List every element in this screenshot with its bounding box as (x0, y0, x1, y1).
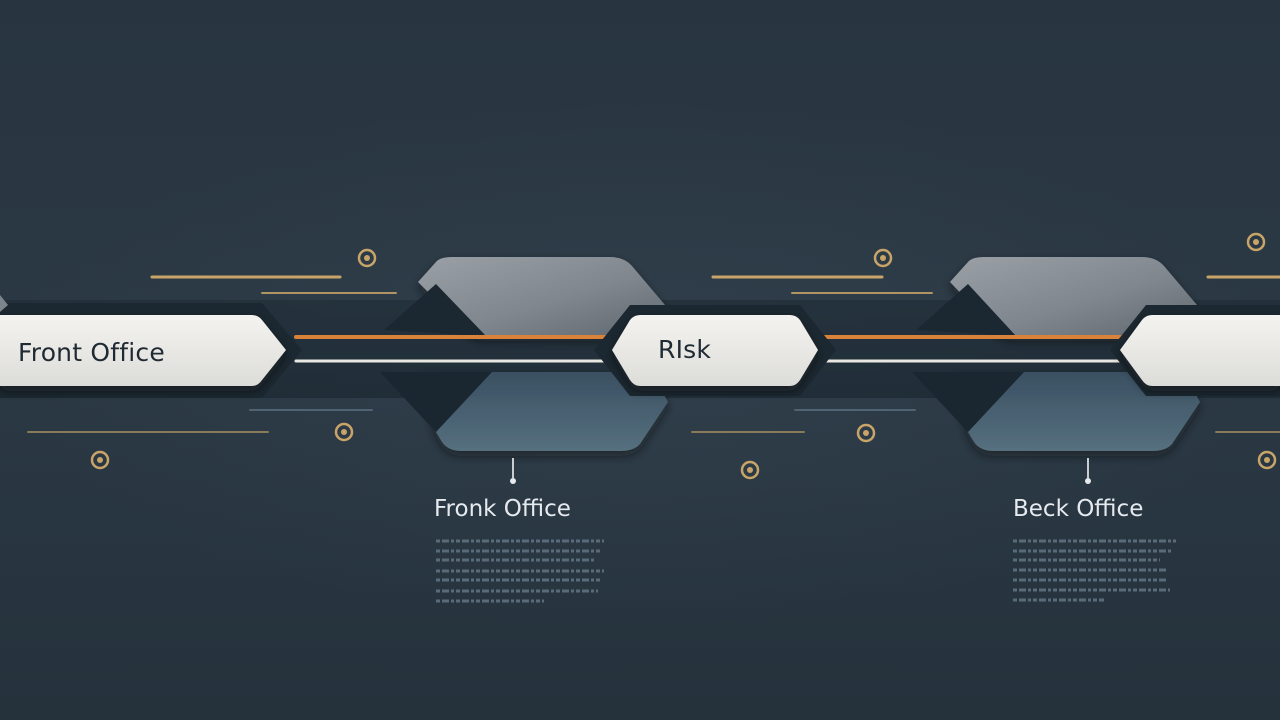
risk-label: RIsk (658, 335, 712, 364)
upper-guide-lines (150, 275, 1280, 294)
caption-pointers (510, 458, 1091, 484)
target-dot-icon (1246, 232, 1266, 252)
upper-wedge-1 (384, 284, 486, 336)
target-dot-icon (856, 423, 876, 443)
target-dot-icons (90, 232, 1277, 480)
lower-hexagon-1 (418, 372, 668, 451)
front-office-label: Front Office (18, 338, 165, 367)
target-dot-icon (90, 450, 110, 470)
caption-body-placeholder-1 (436, 539, 604, 603)
lower-wedge-1 (380, 372, 492, 432)
connector-lines (294, 335, 1142, 363)
back-office-caption: Beck Office (1013, 496, 1144, 522)
lower-guide-lines (27, 409, 1280, 433)
target-dot-icon (740, 460, 760, 480)
upper-hexagon-1 (418, 257, 676, 336)
lower-hexagon-2 (950, 372, 1200, 451)
target-dot-icon (1257, 450, 1277, 470)
caption-body-placeholder-2 (1013, 539, 1176, 602)
lower-wedge-2 (912, 372, 1024, 432)
third-node (1120, 315, 1280, 386)
target-dot-icon (357, 248, 377, 268)
upper-wedge-2 (916, 284, 1016, 336)
fronk-office-caption: Fronk Office (434, 496, 571, 522)
target-dot-icon (334, 422, 354, 442)
risk-node (612, 315, 818, 386)
front-office-node (0, 315, 286, 386)
left-edge-cap (0, 295, 8, 312)
target-dot-icon (873, 248, 893, 268)
